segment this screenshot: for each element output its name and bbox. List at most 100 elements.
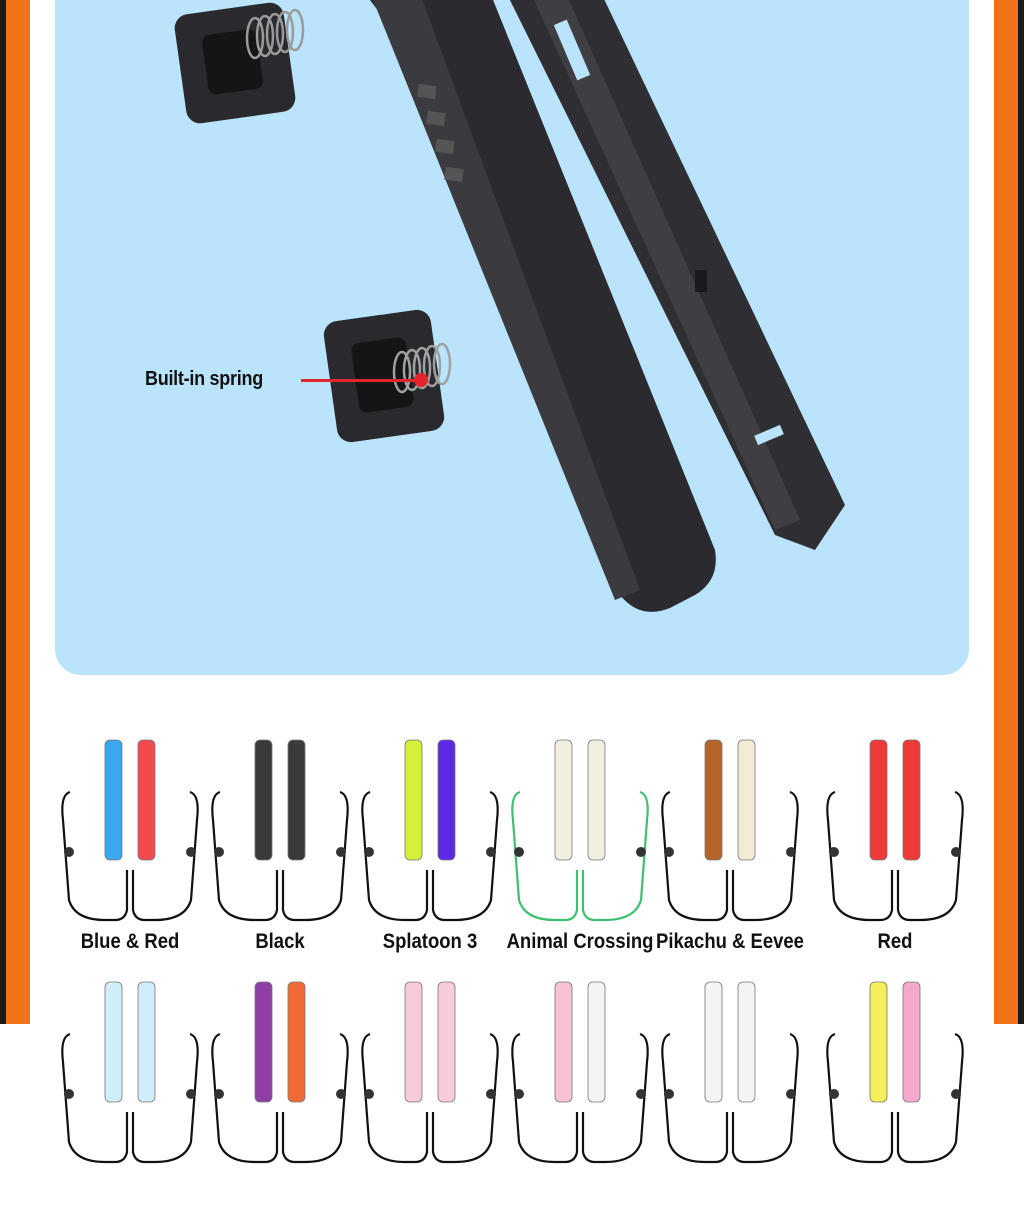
wrist-strap [211, 1032, 349, 1164]
color-variant[interactable]: Blue & Red [55, 720, 205, 970]
variant-label: Blue & Red [80, 930, 180, 953]
strap-lock [364, 1089, 374, 1099]
joycon-pair-illustration [511, 739, 649, 922]
right-joycon [137, 739, 156, 861]
strap-lock [664, 847, 674, 857]
wrist-strap [61, 790, 199, 922]
rail-slot [426, 110, 446, 127]
joycon-pair-illustration [61, 739, 199, 922]
joycon-pair-illustration [211, 981, 349, 1164]
wrist-strap [361, 790, 499, 922]
joycon-pair-illustration [211, 739, 349, 922]
color-variant[interactable] [55, 962, 205, 1212]
product-hero [55, 0, 969, 675]
frame-left-border [0, 0, 30, 1024]
spring-housing-top-cavity [202, 29, 263, 95]
color-variant[interactable] [355, 962, 505, 1212]
strap-lock [336, 1089, 346, 1099]
strap-lock [786, 1089, 796, 1099]
strap-lock [64, 847, 74, 857]
right-joycon [587, 739, 606, 861]
color-variant[interactable]: Splatoon 3 [355, 720, 505, 970]
joycon-pair-illustration [826, 739, 964, 922]
joycon-pair-illustration [61, 981, 199, 1164]
spring-top [245, 8, 305, 60]
variant-label: Pikachu & Eevee [656, 930, 804, 953]
strap-lock [336, 847, 346, 857]
color-variant[interactable] [505, 962, 655, 1212]
right-joycon [437, 739, 456, 861]
variant-label: Splatoon 3 [382, 930, 478, 953]
strap-lock [486, 1089, 496, 1099]
wrist-strap [211, 790, 349, 922]
joycon-pair-illustration [511, 981, 649, 1164]
strap-lock [829, 1089, 839, 1099]
right-joycon [737, 981, 756, 1103]
wrist-strap [511, 1032, 649, 1164]
left-joycon [254, 981, 273, 1103]
wrist-strap [61, 1032, 199, 1164]
variant-label: Black [255, 930, 305, 953]
left-joycon [104, 739, 123, 861]
rail-slot [417, 83, 437, 100]
left-joycon [554, 739, 573, 861]
strap-lock [829, 847, 839, 857]
strap-lock [951, 847, 961, 857]
rail-inner [534, 0, 800, 530]
strap-lock [64, 1089, 74, 1099]
color-variant[interactable]: Pikachu & Eevee [655, 720, 805, 970]
wrist-strap [661, 1032, 799, 1164]
color-variant[interactable]: Red [820, 720, 970, 970]
strap-lock [786, 847, 796, 857]
rail-slot [435, 138, 455, 155]
wrist-strap [661, 790, 799, 922]
left-joycon [704, 981, 723, 1103]
right-joycon [287, 981, 306, 1103]
strap-lock [514, 1089, 524, 1099]
joycon-pair-illustration [361, 981, 499, 1164]
rail-cutout [553, 19, 591, 81]
right-joycon [137, 981, 156, 1103]
strap-lock [951, 1089, 961, 1099]
color-variant[interactable] [205, 962, 355, 1212]
strap-lock [186, 847, 196, 857]
variant-label: Animal Crossing [506, 930, 654, 953]
right-joycon [902, 981, 921, 1103]
right-joycon [287, 739, 306, 861]
left-joycon [554, 981, 573, 1103]
strap-lock [636, 1089, 646, 1099]
strap-lock [186, 1089, 196, 1099]
strap-lock [214, 1089, 224, 1099]
frame-right-border [994, 0, 1024, 1024]
shell-illustration [174, 0, 845, 612]
rail-notch [754, 424, 784, 446]
strap-lock [214, 847, 224, 857]
left-joycon [404, 981, 423, 1103]
wrist-strap [511, 790, 649, 922]
joycon-pair-illustration [826, 981, 964, 1164]
left-joycon [104, 981, 123, 1103]
joycon-pair-illustration [661, 981, 799, 1164]
left-joycon [404, 739, 423, 861]
right-joycon [587, 981, 606, 1103]
variant-label: Red [877, 930, 913, 953]
joycon-pair-illustration [361, 739, 499, 922]
color-variant[interactable]: Black [205, 720, 355, 970]
rail-hole [695, 270, 707, 292]
color-variant[interactable]: Animal Crossing [505, 720, 655, 970]
color-variant[interactable] [655, 962, 805, 1212]
callout-line [301, 379, 419, 382]
rail-slot [444, 166, 464, 183]
callout-dot [414, 373, 428, 387]
wrist-strap [826, 1032, 964, 1164]
callout-label: Built-in spring [145, 368, 263, 390]
left-joycon [869, 981, 888, 1103]
joycon-pair-illustration [661, 739, 799, 922]
strap-lock [664, 1089, 674, 1099]
right-joycon [902, 739, 921, 861]
color-variant[interactable] [820, 962, 970, 1212]
spring-bottom [392, 342, 452, 394]
left-joycon [704, 739, 723, 861]
strap-lock [486, 847, 496, 857]
right-joycon [437, 981, 456, 1103]
